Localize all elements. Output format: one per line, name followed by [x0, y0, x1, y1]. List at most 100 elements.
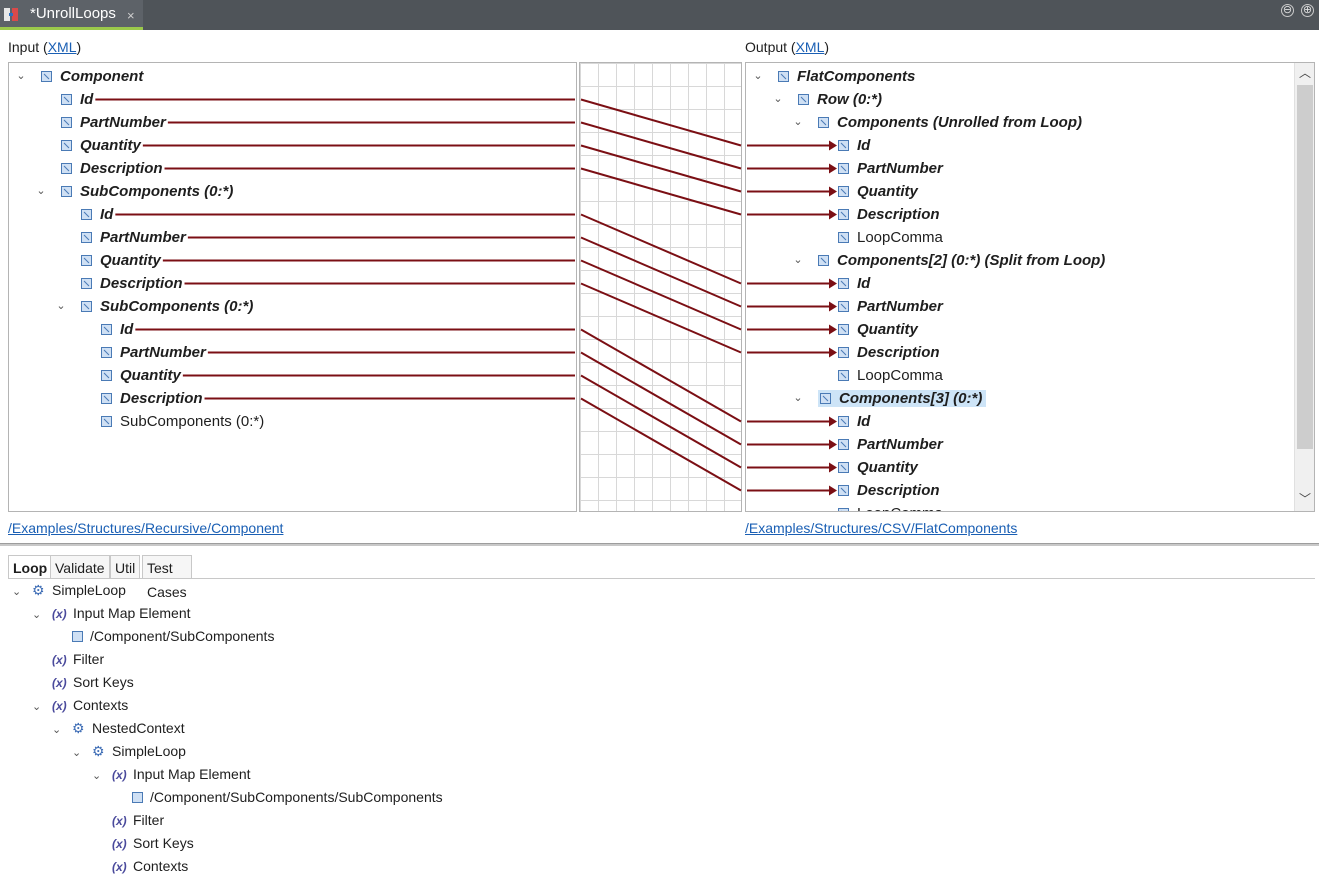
input-node[interactable]: Description	[79, 387, 203, 410]
output-node[interactable]: LoopComma	[816, 226, 943, 249]
input-node[interactable]: Description	[39, 157, 163, 180]
output-node[interactable]: ⌄ Components (Unrolled from Loop)	[793, 111, 1082, 134]
chevron-down-icon[interactable]: ⌄	[92, 770, 102, 782]
mapping-canvas[interactable]	[579, 62, 742, 512]
tab-loop[interactable]: Loop	[8, 555, 53, 579]
output-node[interactable]: ⌄FlatComponents	[753, 65, 915, 88]
output-node[interactable]: Description	[816, 479, 940, 502]
chevron-down-icon[interactable]: ⌄	[72, 747, 82, 759]
scroll-up-icon[interactable]: ︿	[1298, 66, 1311, 80]
loop-tree-label: NestedContext	[92, 720, 185, 736]
output-node[interactable]: Description	[816, 203, 940, 226]
variable-icon: (x)	[112, 837, 127, 851]
input-node[interactable]: Id	[59, 203, 113, 226]
output-node[interactable]: Id	[816, 134, 870, 157]
output-node[interactable]: PartNumber	[816, 157, 943, 180]
output-node-content: Description	[838, 344, 940, 361]
element-icon	[61, 163, 72, 174]
loop-tree-item[interactable]: (x)Contexts	[92, 855, 188, 878]
output-path-link[interactable]: /Examples/Structures/CSV/FlatComponents	[745, 520, 1018, 536]
element-icon	[61, 140, 72, 151]
input-node[interactable]: Id	[79, 318, 133, 341]
input-node[interactable]: Quantity	[59, 249, 161, 272]
input-node-content: Component	[41, 68, 143, 85]
element-icon	[132, 792, 143, 803]
loop-tree-item[interactable]: ⌄(x)Input Map Element	[92, 763, 251, 786]
input-node[interactable]: Description	[59, 272, 183, 295]
output-node[interactable]: ⌄Components[2] (0:*) (Split from Loop)	[793, 249, 1105, 272]
input-node[interactable]: SubComponents (0:*)	[79, 410, 264, 433]
output-node[interactable]: LoopComma	[816, 502, 943, 511]
element-icon	[778, 71, 789, 82]
input-node[interactable]: PartNumber	[59, 226, 186, 249]
output-node[interactable]: PartNumber	[816, 433, 943, 456]
loop-tree-item[interactable]: (x)Filter	[32, 648, 104, 671]
scroll-thumb[interactable]	[1297, 85, 1313, 449]
output-node[interactable]: PartNumber	[816, 295, 943, 318]
chevron-down-icon[interactable]: ⌄	[793, 254, 803, 266]
input-node[interactable]: Quantity	[79, 364, 181, 387]
output-node[interactable]: Quantity	[816, 456, 918, 479]
input-xml-link[interactable]: XML	[47, 39, 77, 55]
chevron-down-icon[interactable]: ⌄	[52, 724, 62, 736]
gear-icon: ⚙	[72, 720, 85, 736]
output-node[interactable]: Quantity	[816, 180, 918, 203]
loop-tree-item[interactable]: (x)Sort Keys	[92, 832, 194, 855]
output-node[interactable]: Description	[816, 341, 940, 364]
tab-util[interactable]: Util	[110, 555, 141, 579]
input-node[interactable]: PartNumber	[79, 341, 206, 364]
tab-validate[interactable]: Validate	[50, 555, 110, 579]
loop-tree-item[interactable]: ⌄(x)Input Map Element	[32, 602, 191, 625]
editor-tab-unrollloops[interactable]: *UnrollLoops ×	[0, 0, 143, 30]
chevron-down-icon[interactable]: ⌄	[773, 93, 783, 105]
chevron-down-icon[interactable]: ⌄	[793, 116, 803, 128]
chevron-down-icon[interactable]: ⌄	[793, 392, 803, 404]
input-node[interactable]: ⌄ Component	[16, 65, 143, 88]
loop-tree-item[interactable]: ⌄ ⚙ NestedContext	[52, 717, 185, 740]
tab-test-cases[interactable]: Test Cases	[142, 555, 192, 600]
chevron-down-icon[interactable]: ⌄	[56, 300, 66, 312]
input-node[interactable]: ⌄SubComponents (0:*)	[36, 180, 233, 203]
input-header-suffix: )	[76, 39, 82, 55]
loop-tree-item[interactable]: /Component/SubComponents/SubComponents	[112, 786, 443, 809]
input-node-label: SubComponents (0:*)	[100, 298, 254, 315]
output-xml-link[interactable]: XML	[795, 39, 825, 55]
output-node-content: PartNumber	[838, 160, 943, 177]
input-node[interactable]: PartNumber	[39, 111, 166, 134]
minimize-icon[interactable]: ⊖	[1281, 4, 1294, 17]
output-tree[interactable]: ︿ ﹀ ⌄FlatComponents⌄Row (0:*)⌄Components…	[745, 62, 1315, 512]
loop-tree-label: Input Map Element	[73, 605, 191, 621]
output-scrollbar[interactable]: ︿ ﹀	[1294, 63, 1314, 511]
close-icon[interactable]: ×	[127, 8, 135, 23]
loop-tree-item[interactable]: ⌄⚙SimpleLoop	[72, 740, 186, 763]
output-node-content: Components (Unrolled from Loop)	[818, 114, 1082, 131]
loop-tree-item[interactable]: (x)Sort Keys	[32, 671, 134, 694]
chevron-down-icon[interactable]: ⌄	[753, 70, 763, 82]
output-node[interactable]: ⌄Components[3] (0:*)	[793, 387, 987, 410]
scroll-down-icon[interactable]: ﹀	[1298, 492, 1311, 506]
chevron-down-icon[interactable]: ⌄	[32, 609, 42, 621]
loop-tree-item[interactable]: /Component/SubComponents	[52, 625, 274, 648]
loop-tree-item[interactable]: ⌄⚙SimpleLoop	[12, 579, 126, 602]
output-node[interactable]: Id	[816, 272, 870, 295]
chevron-down-icon[interactable]: ⌄	[12, 586, 22, 598]
input-node[interactable]: Quantity	[39, 134, 141, 157]
output-node[interactable]: Id	[816, 410, 870, 433]
output-node-content: PartNumber	[838, 298, 943, 315]
output-node[interactable]: Quantity	[816, 318, 918, 341]
input-node[interactable]: Id	[39, 88, 93, 111]
maximize-icon[interactable]: ⊕	[1301, 4, 1314, 17]
loop-tree-item[interactable]: (x)Filter	[92, 809, 164, 832]
splitter[interactable]	[0, 543, 1319, 546]
element-icon	[838, 301, 849, 312]
input-path-link[interactable]: /Examples/Structures/Recursive/Component	[8, 520, 284, 536]
chevron-down-icon[interactable]: ⌄	[32, 701, 42, 713]
loop-tree-item[interactable]: ⌄(x)Contexts	[32, 694, 128, 717]
input-node-content: SubComponents (0:*)	[101, 413, 264, 430]
input-node[interactable]: ⌄ SubComponents (0:*)	[56, 295, 254, 318]
chevron-down-icon[interactable]: ⌄	[16, 70, 26, 82]
output-node[interactable]: LoopComma	[816, 364, 943, 387]
output-node[interactable]: ⌄Row (0:*)	[773, 88, 882, 111]
chevron-down-icon[interactable]: ⌄	[36, 185, 46, 197]
